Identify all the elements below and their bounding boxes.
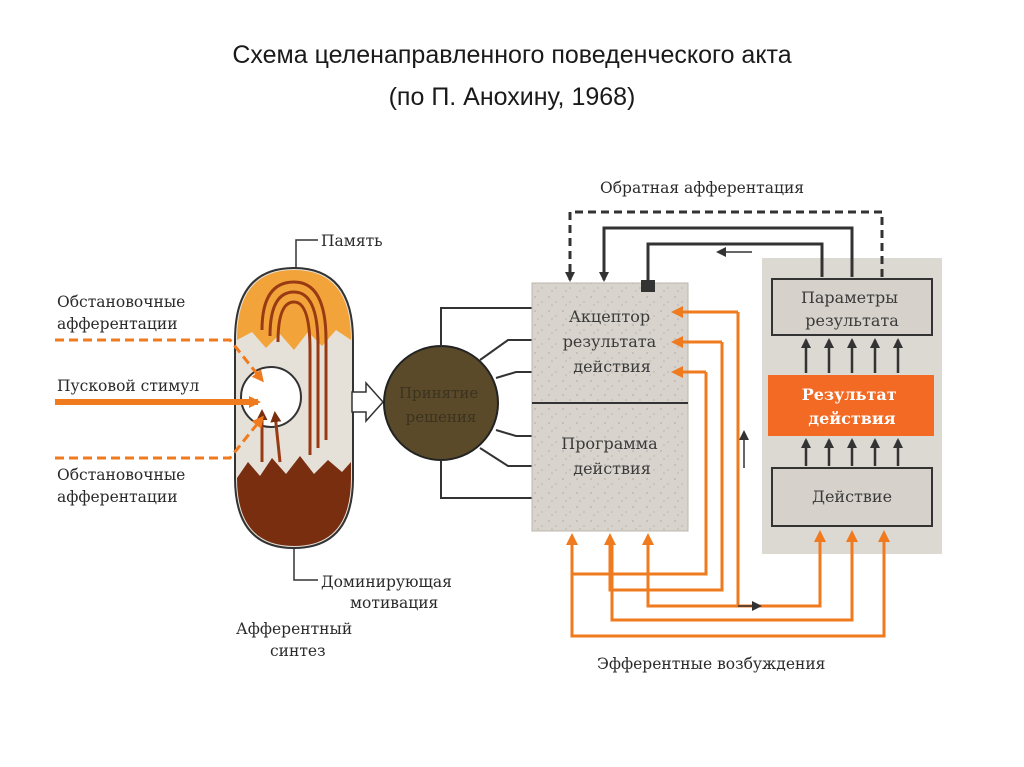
svg-text:Принятие решения: Принятие решения — [399, 384, 483, 426]
memory-leader — [295, 239, 318, 268]
params-box — [771, 278, 933, 336]
env-afferent-bottom-label: Обстановочные афферентации — [57, 466, 190, 506]
slide-title: Схема целенаправленного поведенческого а… — [0, 34, 1024, 118]
result-box — [768, 375, 934, 436]
memory-label: Память — [321, 232, 383, 250]
efferent-label: Эфферентные возбуждения — [597, 655, 825, 673]
program-line-2: действия — [573, 459, 651, 478]
synthesis-circle — [240, 366, 302, 428]
motivation-region — [237, 456, 351, 546]
result-line-1: Результат — [802, 385, 897, 404]
feedback-terminal — [641, 280, 655, 292]
params-line-2: результата — [805, 311, 899, 330]
efferent-to-acceptor-arrows — [671, 306, 738, 378]
params-line-1: Параметры — [801, 288, 898, 307]
acceptor-program-panel — [531, 282, 689, 532]
action-to-result-arrows — [801, 438, 903, 466]
afferent-synthesis-capsule — [234, 266, 354, 550]
feedback-label: Обратная афферентация — [600, 179, 804, 197]
synthesis-to-decision-arrow — [351, 381, 385, 423]
title-line-1: Схема целенаправленного поведенческого а… — [232, 41, 792, 69]
program-line-1: Программа — [561, 434, 658, 453]
efferent-lines — [566, 312, 890, 638]
result-line-2: действия — [808, 409, 895, 428]
decision-circle — [383, 345, 499, 461]
action-box — [771, 467, 933, 527]
env-afferent-top-line — [55, 338, 264, 383]
memory-region — [237, 270, 351, 350]
feedback-lines — [565, 210, 884, 282]
svg-text:Параметры результата: Параметры результата — [801, 288, 903, 330]
title-line-2: (по П. Анохину, 1968) — [388, 83, 636, 111]
action-label: Действие — [812, 487, 892, 506]
env-afferent-bottom-line — [55, 415, 264, 460]
acceptor-line-3: действия — [573, 357, 651, 376]
svg-text:Результат действия: Результат действия — [802, 385, 903, 428]
svg-text:Программа действия: Программа действия — [561, 434, 663, 478]
result-to-params-arrows — [801, 338, 903, 373]
acceptor-line-1: Акцептор — [569, 307, 650, 326]
decision-line-1: Принятие — [399, 384, 478, 402]
incoming-afferents — [55, 338, 264, 460]
svg-text:Акцептор результата де: Акцептор результата действия — [563, 307, 662, 376]
dominant-motivation-label: Доминирующая мотивация — [321, 573, 457, 612]
acceptor-line-2: результата — [563, 332, 657, 351]
decision-line-2: решения — [406, 408, 477, 426]
motivation-leader — [293, 548, 318, 581]
env-afferent-top-label: Обстановочные афферентации — [57, 293, 190, 333]
afferent-synthesis-label: Афферентный синтез — [236, 620, 357, 660]
trigger-label: Пусковой стимул — [57, 377, 199, 395]
